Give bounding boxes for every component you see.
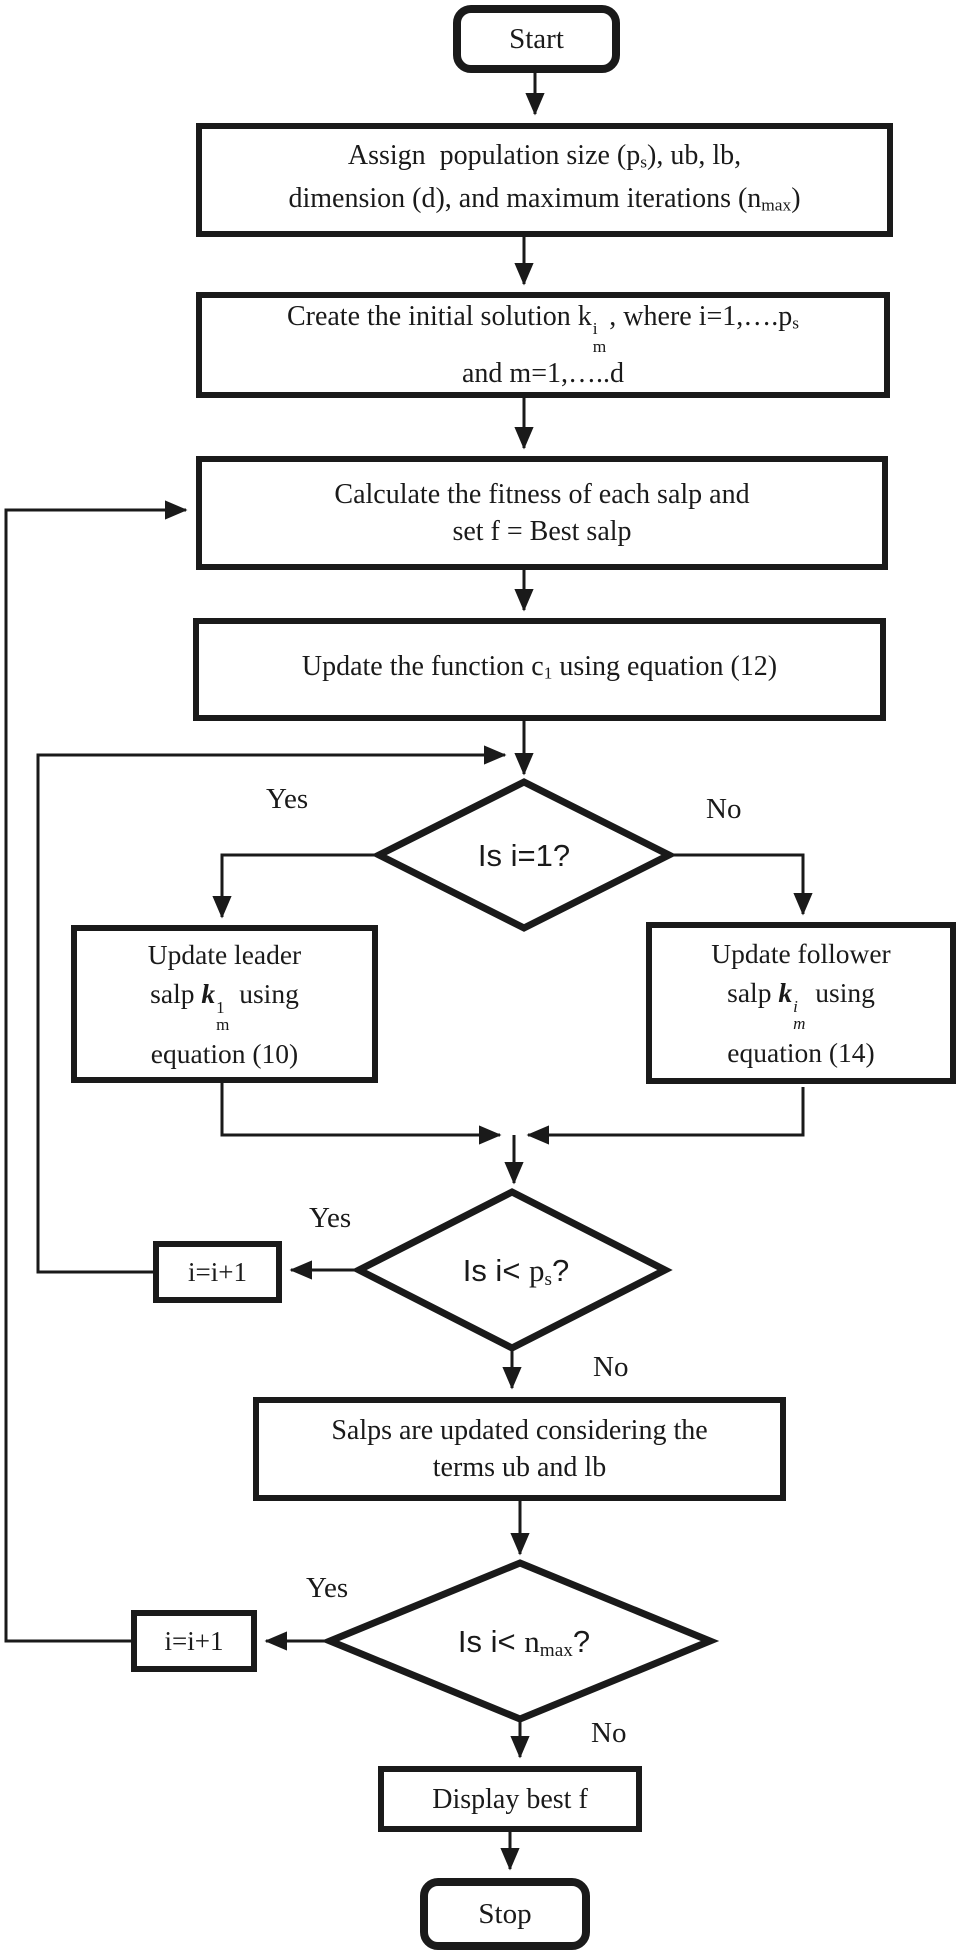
increment1-label: i=i+1 [188,1256,247,1287]
decision-diamond-is-i-1 [371,778,677,932]
fitness-line1: Calculate the fitness of each salp and [334,479,750,510]
update-c1-node: Update the function c1 using equation (1… [193,618,886,721]
follower-line3: equation (14) [727,1036,875,1068]
increment2-node: i=i+1 [131,1610,257,1672]
decision-is-i-ps-label: Is i< ps? [462,1253,570,1290]
leader-line3: equation (10) [150,1037,299,1069]
create-line2: and m=1,…..d [462,358,624,390]
edge-follower-to-merge [526,1087,805,1145]
decision2-yes-label: Yes [309,1202,352,1234]
increment2-label: i=i+1 [164,1625,224,1656]
bounds-line2: terms ub and lb [432,1452,607,1483]
decision3-yes-label: Yes [306,1572,349,1604]
fitness-line2: set f = Best salp [452,516,632,547]
increment1-node: i=i+1 [153,1241,282,1303]
decision3-no-label: No [591,1717,627,1749]
assign-line2: dimension (d), and maximum iterations (n… [288,183,801,215]
leader-line1: Update leader [147,939,302,971]
display-best-label: Display best f [432,1783,588,1815]
start-node: Start [453,5,620,73]
calculate-fitness-node: Calculate the fitness of each salp and s… [196,456,888,570]
edge-decision1-no-to-follower [669,853,813,916]
bounds-line1: Salps are updated considering the [331,1415,708,1446]
stop-node: Stop [420,1878,590,1950]
decision-is-i-nmax-label: Is i< nmax? [457,1624,591,1661]
update-c1-line: Update the function c1 using equation (1… [301,650,778,683]
decision2-no-label: No [593,1351,629,1383]
decision-is-i-1-label: Is i=1? [477,838,571,873]
follower-line1: Update follower [711,938,891,970]
edge-loop-increment2-to-fitness [4,500,188,1643]
decision1-yes-label: Yes [266,783,309,815]
start-label: Start [509,22,564,55]
edge-leader-to-merge [220,1083,502,1145]
assign-parameters-node: Assign population size (ps), ub, lb, dim… [196,123,893,237]
edge-decision1-yes-to-leader [212,853,379,919]
assign-line1: Assign population size (ps), ub, lb, [347,139,742,171]
decision1-no-label: No [706,793,742,825]
edge-loop-increment1-to-decision1 [36,745,507,1274]
stop-label: Stop [478,1897,532,1930]
bounds-update-node: Salps are updated considering the terms … [253,1397,786,1501]
display-best-node: Display best f [378,1766,642,1832]
